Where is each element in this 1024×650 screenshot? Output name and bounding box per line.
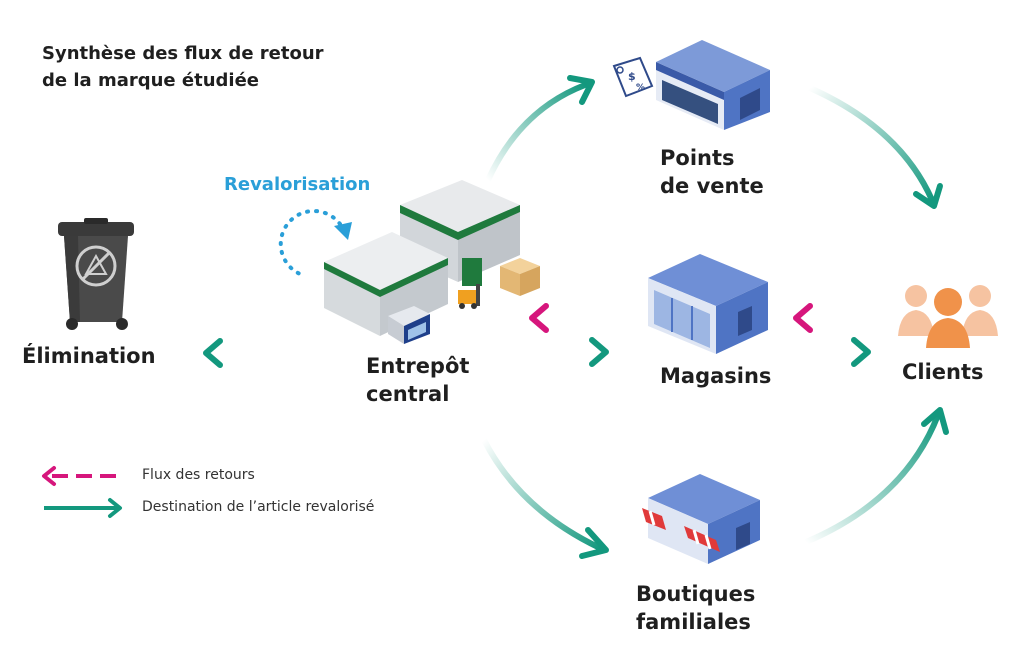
arrow-entrepot-to-points-de-vente bbox=[485, 75, 595, 183]
arrow-entrepot-to-boutiques bbox=[481, 437, 609, 559]
svg-text:$: $ bbox=[628, 70, 636, 83]
entrepot-label-line2: central bbox=[366, 382, 450, 406]
trash-bin-icon bbox=[58, 218, 134, 330]
points-de-vente-label-line1: Points bbox=[660, 146, 735, 170]
arrow-entrepot-to-elimination bbox=[203, 338, 293, 368]
points-de-vente-label-line2: de vente bbox=[660, 174, 764, 198]
boutiques-label-line2: familiales bbox=[636, 610, 751, 634]
return-arrow-magasins-to-entrepot bbox=[529, 303, 613, 333]
revalorisation-loop bbox=[278, 209, 352, 276]
revalorisation-label: Revalorisation bbox=[224, 174, 371, 195]
magasins-building-icon bbox=[648, 254, 768, 354]
elimination-label: Élimination bbox=[22, 344, 156, 368]
boutiques-building-icon bbox=[642, 474, 760, 564]
arrow-entrepot-to-magasins bbox=[525, 337, 609, 367]
arrow-boutiques-to-clients bbox=[803, 407, 949, 545]
return-arrow-clients-to-magasins bbox=[793, 303, 881, 333]
arrow-magasins-to-clients bbox=[789, 337, 871, 367]
clients-label: Clients bbox=[902, 360, 984, 384]
clients-people-icon bbox=[898, 285, 998, 348]
magasins-label: Magasins bbox=[660, 364, 772, 388]
legend-returns-label: Flux des retours bbox=[142, 467, 255, 483]
arrow-points-de-vente-to-clients bbox=[807, 85, 943, 209]
diagram-title: Synthèse des flux de retour de la marque… bbox=[42, 43, 324, 91]
points-de-vente-building-icon: $ % bbox=[612, 40, 770, 130]
boutiques-label-line1: Boutiques bbox=[636, 582, 756, 606]
warehouse-icon bbox=[324, 180, 540, 344]
legend-returns-arrow bbox=[42, 466, 124, 486]
legend-destination-arrow bbox=[44, 498, 122, 518]
entrepot-label-line1: Entrepôt bbox=[366, 354, 470, 378]
price-tag-icon: $ % bbox=[612, 56, 654, 98]
legend-destination-label: Destination de l’article revalorisé bbox=[142, 499, 375, 515]
svg-text:%: % bbox=[636, 83, 645, 93]
